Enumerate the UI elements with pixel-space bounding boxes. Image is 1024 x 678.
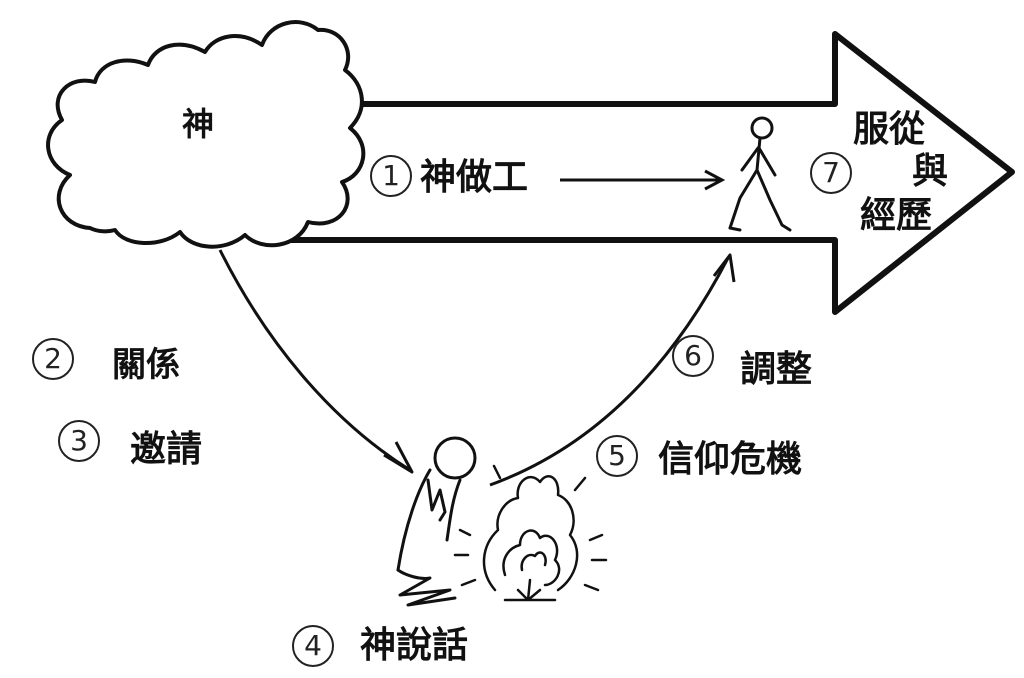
big-arrow	[268, 31, 1015, 315]
kneeling-person-icon	[396, 436, 477, 607]
step-3-text: 邀請	[130, 429, 203, 470]
crisis-to-walk-arrow	[489, 257, 730, 487]
walking-person-icon	[728, 116, 792, 232]
step-5-text: 信仰危機	[658, 439, 803, 480]
cloud-to-person-arrowhead	[383, 441, 414, 474]
burning-bush-icon	[453, 464, 608, 602]
step-7-text-line1: 服從	[853, 109, 926, 150]
cloud-to-person-arrow	[218, 249, 411, 472]
step-4-number: 4	[292, 625, 334, 667]
work-arrowhead	[704, 169, 726, 191]
crisis-to-walk-arrowhead	[712, 253, 736, 283]
step-2-number: 2	[32, 338, 74, 380]
step-1-number: 1	[370, 155, 412, 197]
step-7-text-line2: 與	[912, 151, 949, 192]
step-4-text: 神說話	[360, 625, 469, 666]
step-3-number: 3	[58, 420, 100, 462]
step-6-number: 6	[672, 335, 714, 377]
step-2-text: 關係	[112, 345, 180, 385]
step-6-text: 調整	[740, 349, 813, 390]
step-5-number: 5	[596, 435, 638, 477]
step-7-number: 7	[810, 152, 852, 194]
step-7-text-line3: 經歷	[860, 195, 933, 236]
god-cloud	[46, 20, 366, 249]
god-label: 神	[182, 105, 215, 143]
step-1-text: 神做工	[420, 157, 529, 198]
